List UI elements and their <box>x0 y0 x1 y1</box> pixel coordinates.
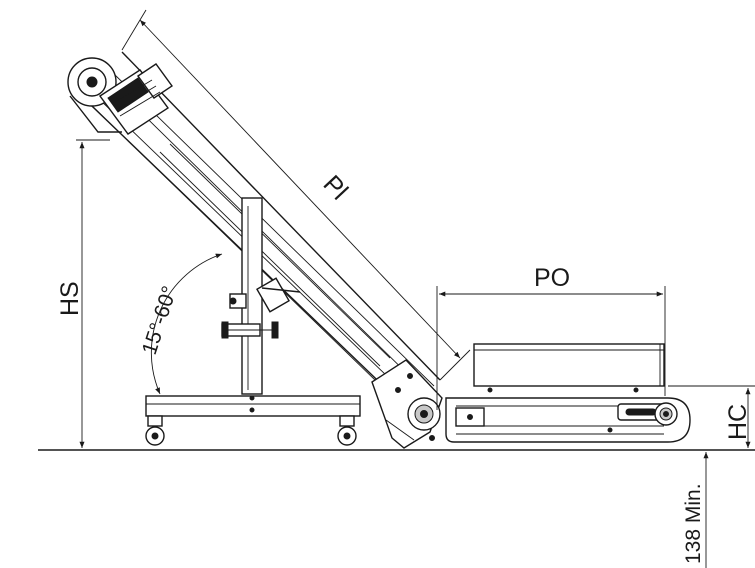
angle-label: 15°-60° <box>138 283 182 357</box>
min-clearance-label: 138 Min. <box>682 483 705 564</box>
hs-dimension: HS <box>56 139 110 448</box>
pl-label: Pl <box>318 170 354 205</box>
hc-dimension: HC <box>668 385 755 448</box>
knee-joint <box>371 359 443 449</box>
caster-left <box>145 415 165 446</box>
po-label: PO <box>534 264 570 292</box>
hc-label: HC <box>724 404 752 440</box>
support-stand <box>145 197 361 446</box>
po-dimension: PO <box>436 264 666 410</box>
horizontal-conveyor <box>445 343 691 443</box>
min-clearance-dimension: 138 Min. <box>682 452 709 568</box>
caster-right <box>337 415 357 446</box>
angle-dimension: 15°-60° <box>138 253 223 395</box>
pl-dimension: Pl <box>121 9 471 381</box>
hs-label: HS <box>56 281 84 316</box>
